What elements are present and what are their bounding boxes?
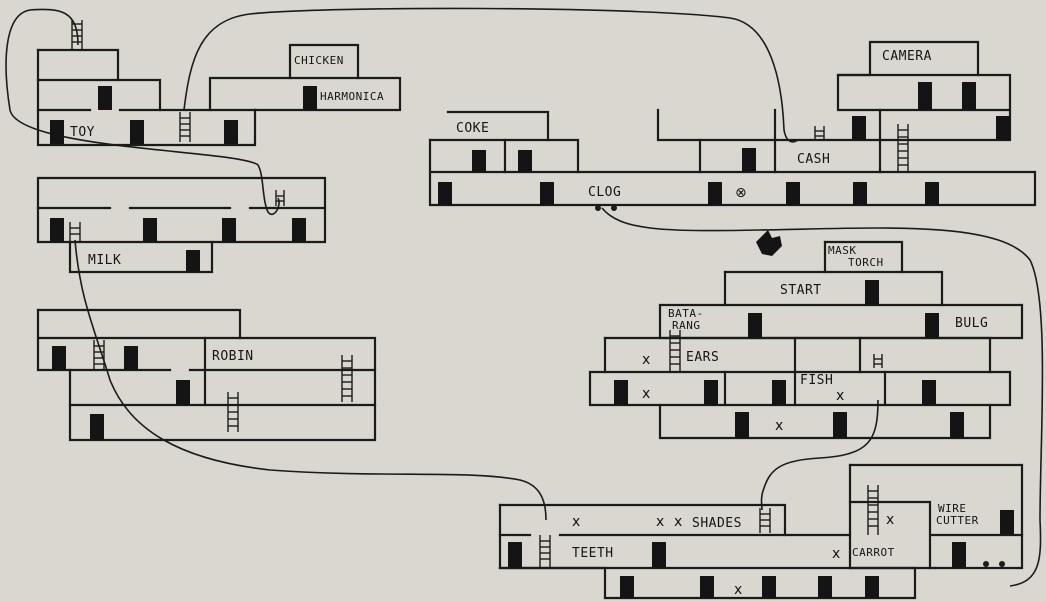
blocked-marker: ⊗ bbox=[735, 185, 747, 201]
ladder-icon bbox=[276, 190, 284, 206]
item-chicken: CHICKEN bbox=[294, 54, 344, 67]
x-marker: x bbox=[886, 512, 894, 528]
x-marker: x bbox=[775, 418, 783, 434]
item-harmonica: HARMONICA bbox=[320, 90, 384, 103]
item-carrot: CARROT bbox=[852, 546, 895, 559]
ladder-icon bbox=[540, 535, 550, 568]
item-robin: ROBIN bbox=[212, 349, 254, 364]
x-marker: x bbox=[674, 514, 682, 530]
item-cash: CASH bbox=[797, 152, 830, 167]
ladder-icon bbox=[342, 355, 352, 402]
building-robin bbox=[38, 310, 375, 440]
building-clog bbox=[430, 42, 1035, 205]
x-marker: x bbox=[572, 514, 580, 530]
ladder-icon bbox=[70, 222, 80, 242]
item-fish: FISH bbox=[800, 373, 833, 388]
x-marker: x bbox=[832, 546, 840, 562]
ladder-icon bbox=[670, 330, 680, 372]
item-ears: EARS bbox=[686, 350, 719, 365]
item-coke: COKE bbox=[456, 121, 489, 136]
x-marker: x bbox=[734, 582, 742, 598]
building-start bbox=[590, 242, 1022, 438]
item-clog: CLOG bbox=[588, 185, 621, 200]
ladder-icon bbox=[228, 392, 238, 432]
ladder-icon bbox=[868, 485, 878, 535]
item-cutter: CUTTER bbox=[936, 514, 979, 527]
building-milk bbox=[38, 178, 325, 272]
player-icon bbox=[756, 230, 782, 256]
x-marker: x bbox=[656, 514, 664, 530]
item-camera: CAMERA bbox=[882, 49, 932, 64]
x-marker: x bbox=[642, 386, 650, 402]
item-milk: MILK bbox=[88, 253, 121, 268]
x-marker: x bbox=[642, 352, 650, 368]
item-teeth: TEETH bbox=[572, 546, 614, 561]
item-bulg: BULG bbox=[955, 316, 988, 331]
item-rang: RANG bbox=[672, 319, 701, 332]
ladder-icon bbox=[815, 126, 824, 140]
x-marker: x bbox=[836, 388, 844, 404]
building-teeth bbox=[500, 465, 1022, 598]
item-toy: TOY bbox=[70, 125, 95, 140]
ladder-icon bbox=[898, 124, 908, 172]
ladder-icon bbox=[760, 508, 770, 533]
tunnel-paths bbox=[6, 8, 1042, 586]
ladder-icon bbox=[180, 112, 190, 142]
item-torch: TORCH bbox=[848, 256, 884, 269]
start-label: START bbox=[780, 283, 822, 298]
ladder-icon bbox=[874, 354, 882, 368]
item-shades: SHADES bbox=[692, 516, 742, 531]
